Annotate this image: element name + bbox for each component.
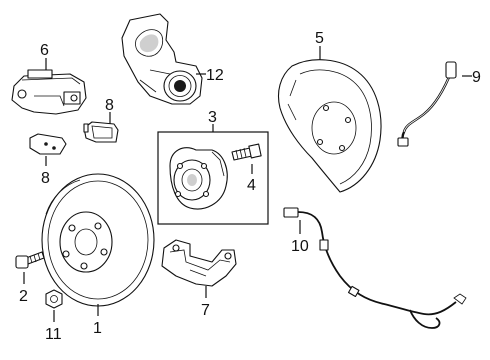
callout-11: 11 (45, 326, 62, 343)
hub-bolt[interactable] (231, 143, 262, 161)
callout-4: 4 (247, 177, 256, 194)
callout-1: 1 (93, 320, 102, 337)
callout-7: 7 (201, 302, 210, 319)
hub-bearing-assembly[interactable] (169, 147, 228, 210)
callout-8-bottom: 8 (41, 170, 50, 187)
callout-12: 12 (206, 67, 224, 84)
abs-sensor-harness[interactable] (283, 207, 467, 329)
brake-rotor[interactable] (41, 173, 155, 307)
callout-10: 10 (291, 238, 309, 255)
brake-hose[interactable] (397, 61, 457, 147)
knuckle-mount[interactable] (121, 13, 203, 105)
hub-nut[interactable] (45, 289, 63, 309)
brake-caliper[interactable] (11, 69, 87, 115)
callout-5: 5 (315, 30, 324, 47)
callout-8-top: 8 (105, 97, 114, 114)
callout-9: 9 (472, 69, 481, 86)
brake-pad-front[interactable] (83, 121, 119, 143)
callout-3: 3 (208, 109, 217, 126)
splash-shield[interactable] (277, 59, 382, 193)
caliper-support-bracket[interactable] (161, 239, 237, 287)
callout-6: 6 (40, 42, 49, 59)
brake-pad-rear[interactable] (29, 133, 67, 155)
caliper-bolt[interactable] (15, 251, 45, 269)
callout-2: 2 (19, 288, 28, 305)
